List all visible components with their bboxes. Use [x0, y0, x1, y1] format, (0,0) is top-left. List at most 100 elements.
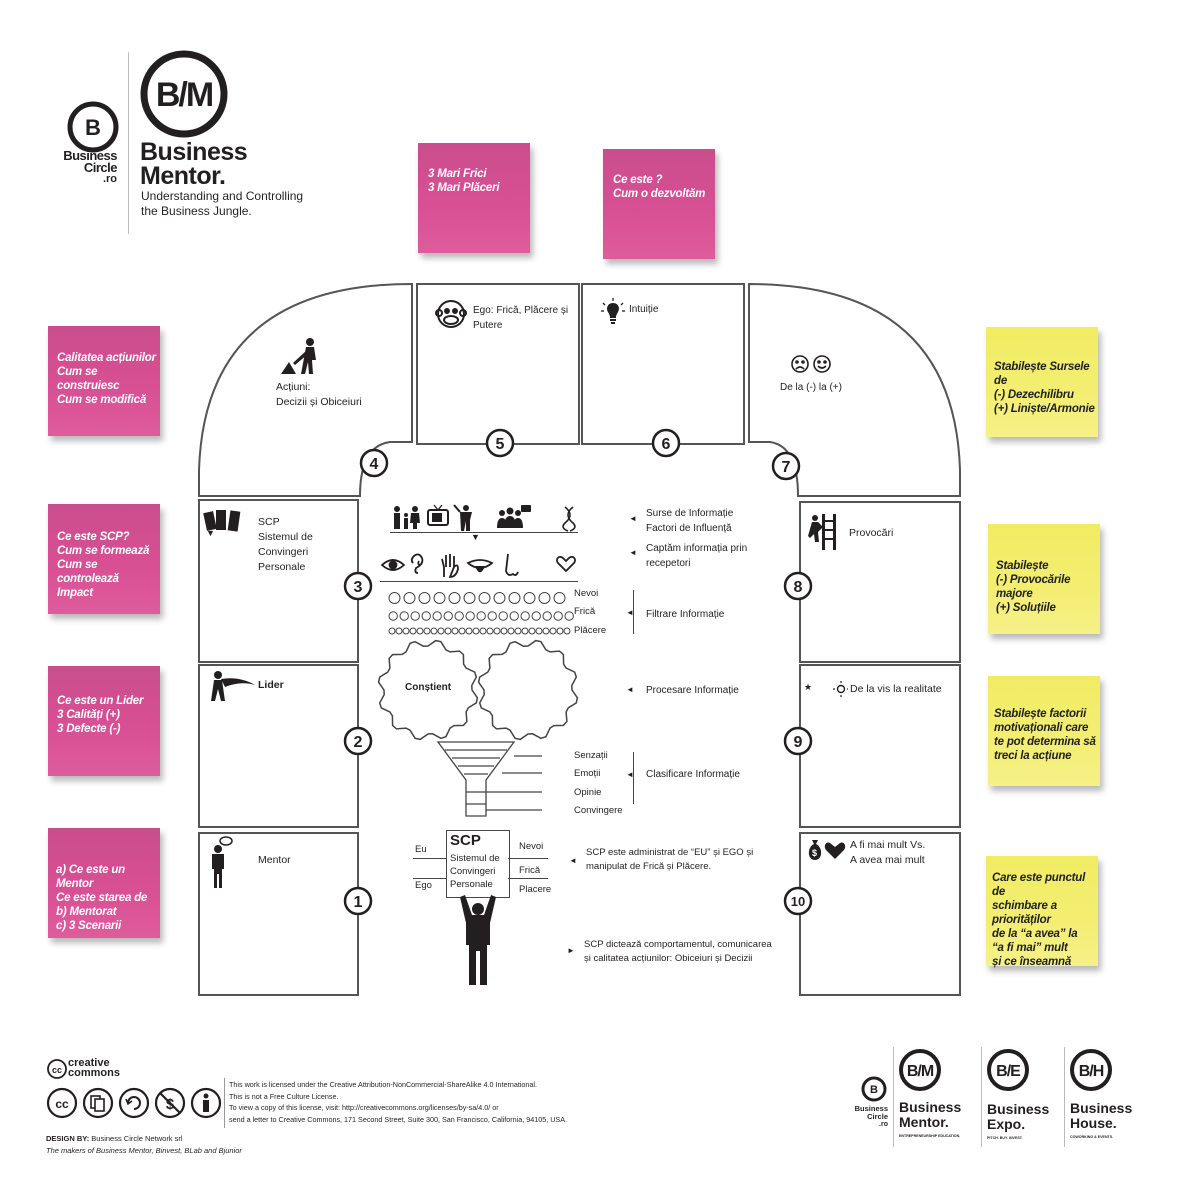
filter-label-fear: Frică: [574, 606, 596, 617]
note-text: a) Ce este un Mentor Ce este starea de b…: [56, 864, 148, 932]
filter-dot: [542, 627, 550, 635]
filter-dot: [395, 627, 403, 635]
filter-label: Filtrare Informație: [646, 609, 725, 620]
svg-text:B: B: [85, 115, 101, 140]
filter-dot: [423, 627, 431, 635]
scp-right-line-2: [508, 878, 548, 879]
filter-dot: [507, 627, 515, 635]
brand-house-logo-text: B/H: [1079, 1063, 1104, 1080]
filter-dot: [448, 592, 461, 604]
filter-dot: [509, 611, 519, 621]
business-circle-small-logo: B Business Circle .ro: [844, 1076, 890, 1136]
sources-icons: [390, 503, 580, 532]
filter-dot: [416, 627, 424, 635]
class-label-emotions: Emoții: [574, 768, 601, 779]
brand-mentor-name: Business Mentor.: [899, 1099, 962, 1130]
filter-dot: [479, 627, 487, 635]
arrow-dictate: ►: [567, 946, 575, 955]
note-text: 3 Mari Frici 3 Mari Plăceri: [428, 168, 500, 194]
dictate-label: SCP dictează comportamentul, comunicarea…: [584, 939, 772, 964]
filter-dot: [443, 611, 453, 621]
scp-right-line-1: [508, 858, 548, 859]
number-badge-5: 5: [485, 428, 515, 458]
arrow-filter: ◄: [626, 608, 634, 617]
note-text: Ce este un Lider 3 Calități (+) 3 Defect…: [57, 695, 144, 735]
note-text: Ce este SCP? Cum se formează Cum se cont…: [57, 531, 150, 599]
note-text: Care este punctul de schimbare a priorit…: [992, 872, 1086, 968]
filter-dot: [454, 611, 464, 621]
sad-happy-faces-icon: [790, 354, 834, 374]
number-badge-10-text: 10: [791, 894, 805, 909]
scp-eu-label: Eu: [415, 844, 427, 855]
filter-dot: [465, 627, 473, 635]
receptors-line: [380, 581, 578, 582]
class-label-belief: Convingere: [574, 805, 623, 816]
circle-small-line-1: Business: [854, 1104, 888, 1113]
svg-text:$: $: [812, 848, 817, 858]
filter-dot: [556, 627, 564, 635]
filter-dot: [549, 627, 557, 635]
tagline-line-2: the Business Jungle.: [141, 204, 252, 218]
sources-down-arrow: ▼: [471, 532, 480, 542]
design-by-value: Business Circle Network srl: [89, 1134, 183, 1143]
class-label-opinion: Opinie: [574, 787, 602, 798]
svg-text:B: B: [870, 1084, 878, 1096]
box-4-label: Acțiuni: Decizii și Obiceiuri: [276, 381, 362, 408]
filter-dot: [402, 627, 410, 635]
brand-expo-logo-text: B/E: [996, 1063, 1021, 1080]
scp-box: [446, 830, 510, 898]
note-mentor: a) Ce este un Mentor Ce este starea de b…: [48, 828, 160, 938]
note-scp: Ce este SCP? Cum se formează Cum se cont…: [48, 504, 160, 614]
box-1-label: Mentor: [258, 854, 291, 866]
design-by: DESIGN BY: Business Circle Network srl: [46, 1133, 183, 1144]
number-badge-6-text: 6: [662, 436, 671, 453]
cc-logo-line-2: commons: [68, 1067, 120, 1079]
processing-label: Procesare Informație: [646, 685, 739, 696]
circle-logo-line-1: Business: [63, 148, 117, 163]
lightbulb-icon: [601, 298, 625, 326]
filter-dot: [564, 611, 574, 621]
monkey-icon: [434, 297, 468, 331]
brand-expo-name: Business Expo.: [987, 1101, 1050, 1132]
filter-dot: [458, 627, 466, 635]
superhero-icon: [205, 667, 255, 707]
box-2-label: Lider: [258, 679, 284, 691]
box-7-label: De la (-) la (+): [780, 382, 842, 393]
money-heart-icon: $: [804, 836, 848, 862]
cc-logo-line-1: creative: [68, 1057, 110, 1069]
note-text: Stabilește factorii motivaționali care t…: [994, 708, 1096, 762]
filter-dot: [523, 592, 536, 604]
filter-dots: [388, 590, 576, 638]
filter-dot: [399, 611, 409, 621]
scp-fear-label: Frică: [519, 865, 541, 876]
receptors-icons: [380, 551, 580, 581]
filter-dot: [528, 627, 536, 635]
note-text: Calitatea acțiunilor Cum se construiesc …: [57, 352, 156, 406]
note-challenges: Stabilește (-) Provocările majore (+) So…: [988, 524, 1100, 634]
note-fears-pleasures: 3 Mari Frici 3 Mari Plăceri: [418, 143, 530, 253]
business-circle-logo: B Business Circle .ro: [40, 100, 120, 195]
scp-left-line-2: [413, 878, 446, 879]
filter-dot: [451, 627, 459, 635]
circle-logo-line-3: .ro: [102, 173, 117, 185]
scp-left-line-1: [413, 858, 446, 859]
circle-small-line-3: .ro: [879, 1121, 888, 1128]
mentor-person-icon: [205, 836, 235, 892]
classification-label: Clasificare Informație: [646, 769, 740, 780]
filter-dot: [409, 627, 417, 635]
number-badge-2-text: 2: [354, 734, 363, 751]
note-motivation: Stabilește factorii motivaționali care t…: [988, 676, 1100, 786]
person-holding-sign-icon: [458, 893, 498, 989]
filter-label-pleasure: Plăcere: [574, 625, 607, 636]
filter-dot: [531, 611, 541, 621]
filter-dot: [388, 611, 398, 621]
filter-dot: [421, 611, 431, 621]
note-text: Ce este ? Cum o dezvoltăm: [613, 174, 706, 200]
filter-dot: [542, 611, 552, 621]
number-badge-4-text: 4: [370, 456, 379, 473]
filter-dot: [498, 611, 508, 621]
box-8-label: Provocări: [849, 527, 894, 539]
brand-divider-2: [981, 1047, 982, 1147]
note-intuition: Ce este ? Cum o dezvoltăm: [603, 149, 715, 259]
header-divider: [128, 52, 129, 234]
